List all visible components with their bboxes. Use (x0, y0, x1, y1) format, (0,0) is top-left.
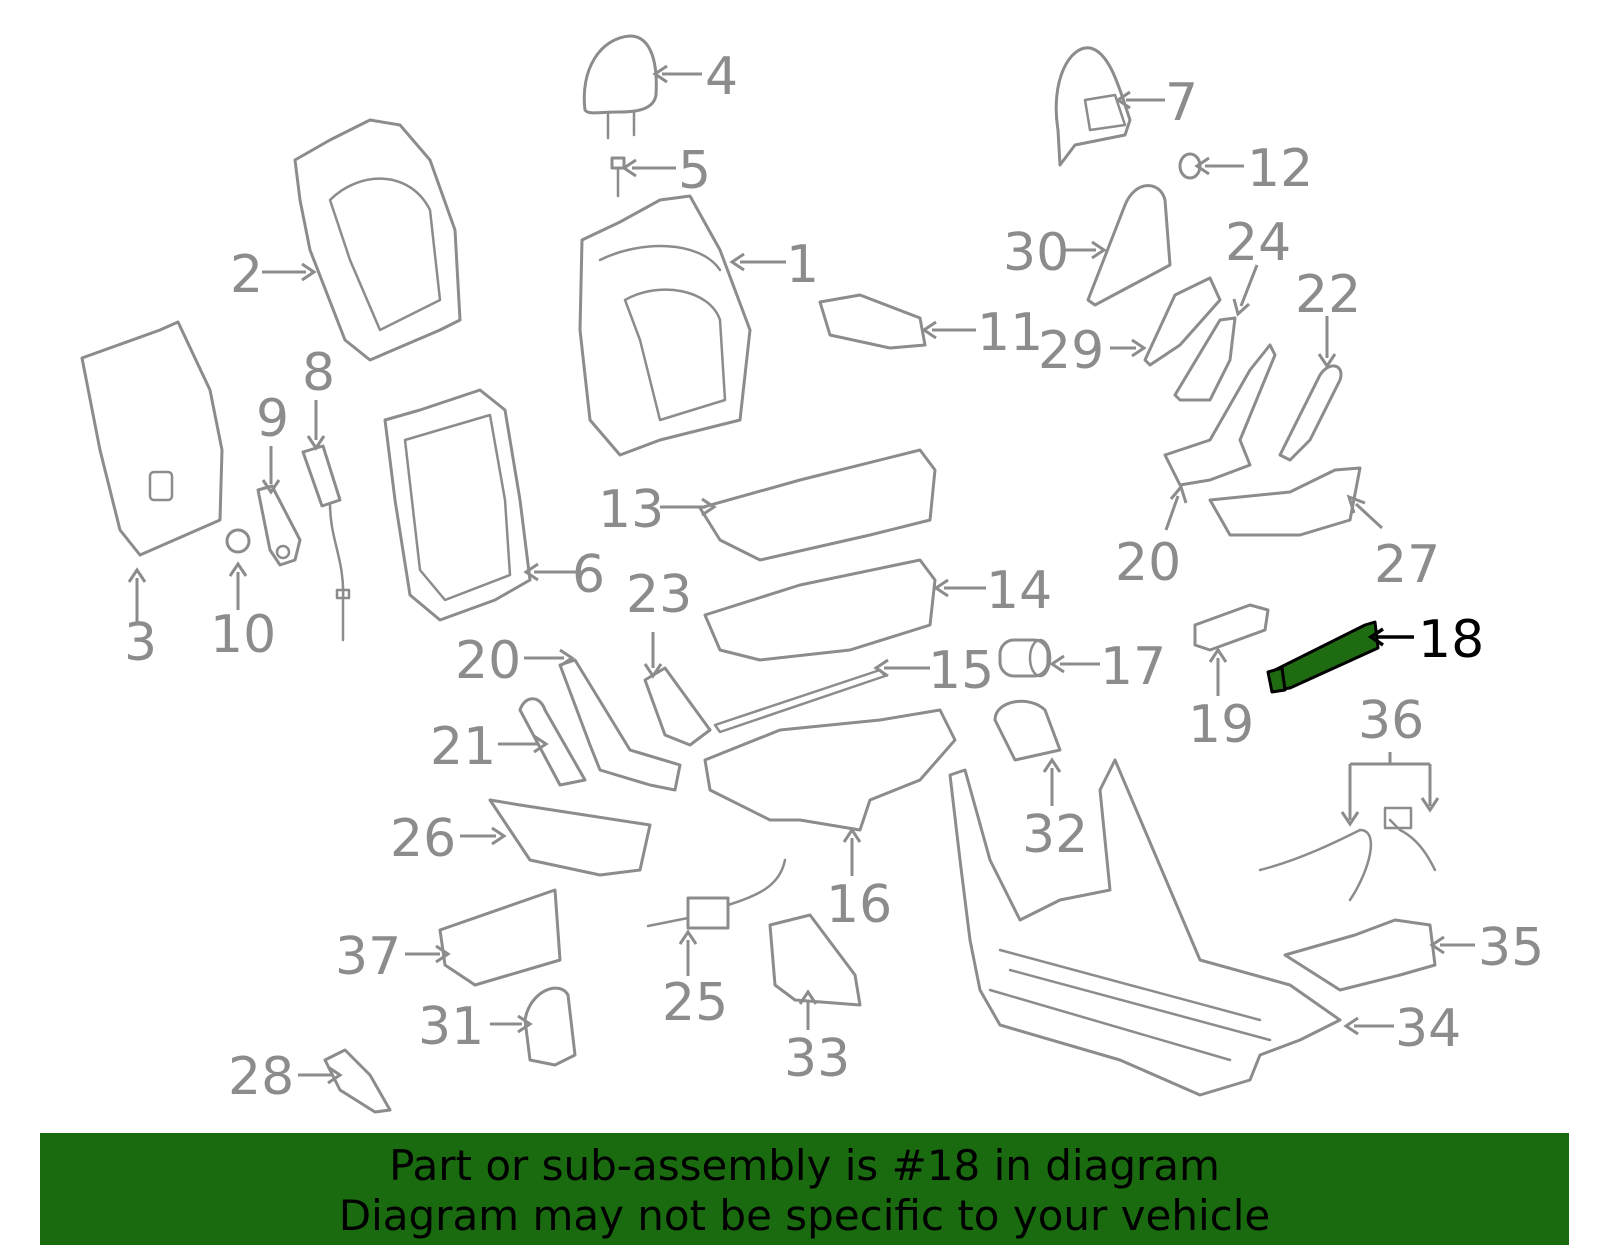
callout-8: 8 (302, 343, 335, 403)
banner-line-part: Part or sub-assembly is #18 in diagram (389, 1141, 1220, 1190)
callout-26: 26 (390, 809, 456, 869)
part-2-back-pad (293, 118, 462, 362)
callout-15: 15 (928, 641, 994, 701)
part-24-cover (1173, 316, 1237, 402)
callout-13: 13 (598, 480, 664, 540)
part-1-back-cover (578, 194, 752, 457)
callout-37: 37 (335, 927, 401, 987)
callout-36: 36 (1358, 691, 1424, 751)
callout-2: 2 (230, 245, 263, 305)
callout-11: 11 (977, 303, 1043, 363)
callout-28: 28 (228, 1047, 294, 1107)
part-8-cable (301, 444, 351, 642)
part-29-bezel (1143, 276, 1222, 367)
part-25-harness (646, 858, 787, 930)
callout-35: 35 (1478, 918, 1544, 978)
callout-24: 24 (1225, 213, 1291, 273)
info-banner: Part or sub-assembly is #18 in diagram D… (40, 1133, 1569, 1245)
part-7-recliner-cover (1054, 46, 1132, 167)
callout-14: 14 (986, 561, 1052, 621)
part-20-bracket-left (558, 658, 682, 792)
callout-7: 7 (1165, 73, 1198, 133)
callout-18-highlighted: 18 (1418, 610, 1484, 670)
callout-4: 4 (705, 47, 738, 107)
part-12-clip (1178, 152, 1202, 180)
part-35-cover (1283, 918, 1437, 992)
part-22-cover (1278, 364, 1343, 462)
part-20-bracket-right (1163, 343, 1277, 487)
callout-17: 17 (1100, 637, 1166, 697)
part-17-bushing (998, 638, 1052, 678)
part-9-handle (256, 484, 302, 567)
part-18-highlighted[interactable] (1266, 620, 1380, 694)
callout-32: 32 (1022, 805, 1088, 865)
part-32-cover (993, 699, 1062, 762)
callout-21: 21 (430, 717, 496, 777)
callout-12: 12 (1247, 139, 1313, 199)
part-16-cushion-frame (703, 708, 957, 832)
callout-5: 5 (678, 141, 711, 201)
callout-3: 3 (124, 613, 157, 673)
part-30-cover (1086, 184, 1172, 307)
part-27-shield (1208, 466, 1362, 537)
part-15-wire (713, 668, 887, 734)
callout-19: 19 (1188, 695, 1254, 755)
callout-27: 27 (1374, 535, 1440, 595)
callout-30: 30 (1003, 223, 1069, 283)
part-23-trim (643, 666, 712, 747)
callout-1: 1 (786, 235, 819, 295)
part-31-handle-cover (523, 986, 577, 1067)
part-21-cover (518, 697, 587, 787)
callout-9: 9 (256, 389, 289, 449)
part-28-bracket (323, 1048, 392, 1114)
callout-numbers: 4 5 1 2 3 9 10 8 6 7 12 30 11 29 24 22 2… (124, 47, 1544, 1107)
part-11-trim (818, 293, 927, 350)
part-36-wire-harness (1258, 806, 1437, 902)
part-19-bracket (1193, 603, 1270, 652)
part-4-headrest (582, 34, 658, 140)
part-14-cushion-pad (703, 558, 937, 662)
callout-25: 25 (662, 973, 728, 1033)
part-13-cushion-cover (698, 448, 937, 562)
callout-22: 22 (1295, 265, 1361, 325)
part-3-back-panel (80, 320, 224, 557)
callout-20-left: 20 (455, 631, 521, 691)
part-33-cover (768, 913, 862, 1007)
callout-31: 31 (418, 997, 484, 1057)
part-6-back-frame (383, 388, 532, 622)
banner-line-disclaimer: Diagram may not be specific to your vehi… (338, 1191, 1271, 1240)
callout-leaders (127, 64, 1475, 1085)
part-5-guide (610, 156, 626, 198)
part-37-bracket (438, 888, 562, 987)
callout-23: 23 (626, 565, 692, 625)
callout-6: 6 (572, 545, 605, 605)
part-34-track-assembly (948, 758, 1342, 1097)
part-10-washer (225, 528, 251, 554)
callout-34: 34 (1395, 999, 1461, 1059)
callout-20-right: 20 (1115, 533, 1181, 593)
callout-29: 29 (1038, 321, 1104, 381)
callout-16: 16 (826, 875, 892, 935)
callout-33: 33 (784, 1029, 850, 1089)
callout-10: 10 (210, 605, 276, 665)
callout-leader-18 (1367, 627, 1414, 647)
part-26-shield-left (488, 798, 652, 877)
